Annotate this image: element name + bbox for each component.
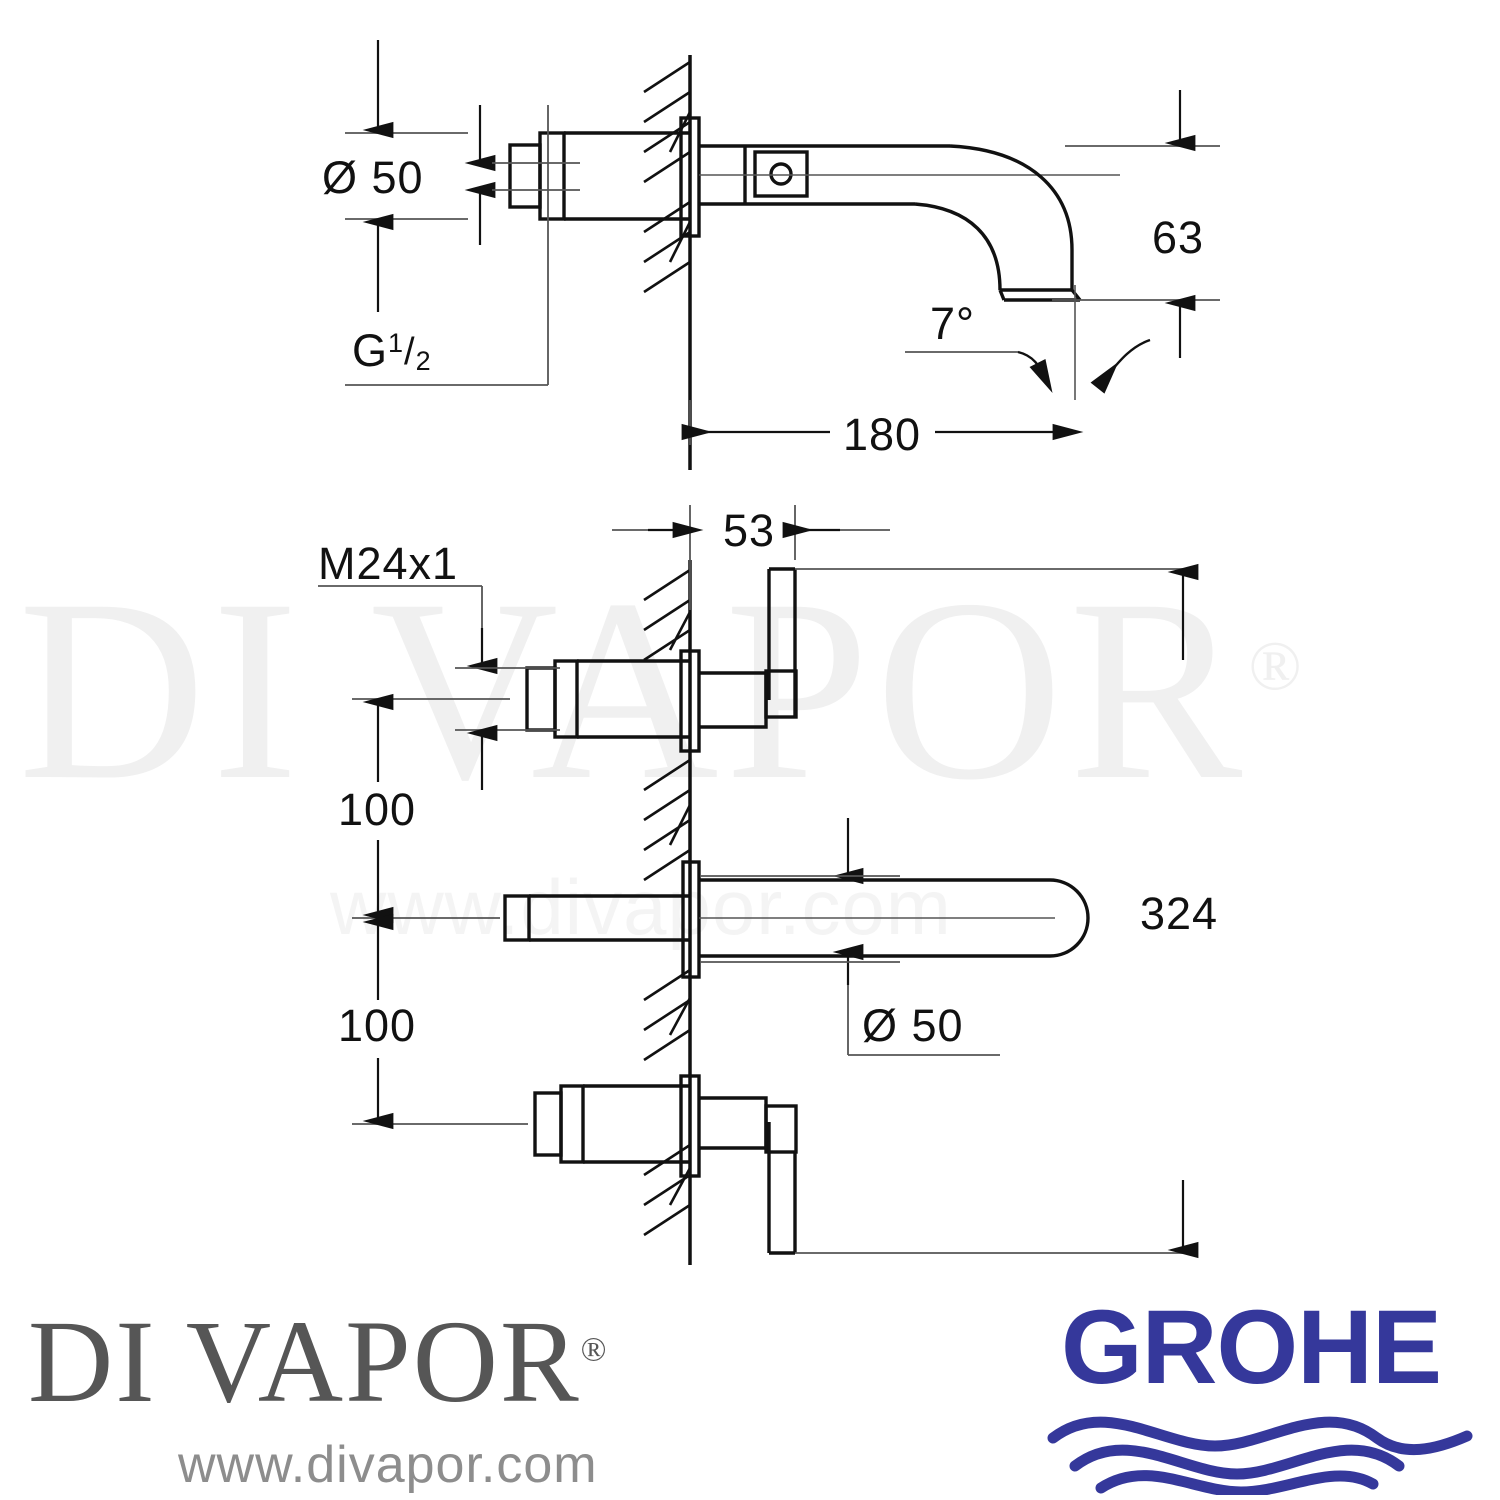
- fraction-denominator: 2: [415, 346, 432, 376]
- divapor-logo-name: DI VAPOR®: [28, 1303, 788, 1421]
- dimension-label-spout-63: 63: [1152, 212, 1205, 263]
- dimension-label-thread-m24: M24x1: [318, 538, 459, 589]
- dimension-label-wall-53: 53: [723, 505, 776, 556]
- dimension-label-dia50-bottom: Ø 50: [862, 1000, 964, 1051]
- dimension-label-angle-7: 7°: [930, 298, 976, 349]
- grohe-logo: GROHE: [1035, 1289, 1490, 1498]
- grohe-waves-icon: [1047, 1416, 1473, 1498]
- dimension-label-spacing-100-upper: 100: [338, 784, 417, 835]
- fraction-numerator: 1: [388, 328, 405, 358]
- grohe-logo-text: GROHE: [1061, 1289, 1442, 1406]
- dimension-label-proj-180: 180: [843, 409, 922, 460]
- footer-logos: DI VAPOR® www.divapor.com GROHE: [0, 1295, 1500, 1500]
- thread-g-fraction: 1/2: [388, 328, 432, 376]
- divapor-logo-text: DI VAPOR: [28, 1296, 581, 1427]
- thread-g-letter: G: [352, 325, 389, 376]
- dimension-label-dia50-top: Ø 50: [322, 152, 424, 203]
- dimension-label-spacing-100-lower: 100: [338, 1000, 417, 1051]
- dimension-drawing: [318, 40, 1220, 1265]
- dimension-label-thread-g12: G1/2: [352, 325, 432, 377]
- divapor-logo-url: www.divapor.com: [178, 1436, 598, 1494]
- divapor-registered-mark: ®: [580, 1331, 609, 1369]
- divapor-logo: DI VAPOR® www.divapor.com: [28, 1303, 788, 1495]
- dimension-label-overall-324: 324: [1140, 888, 1219, 939]
